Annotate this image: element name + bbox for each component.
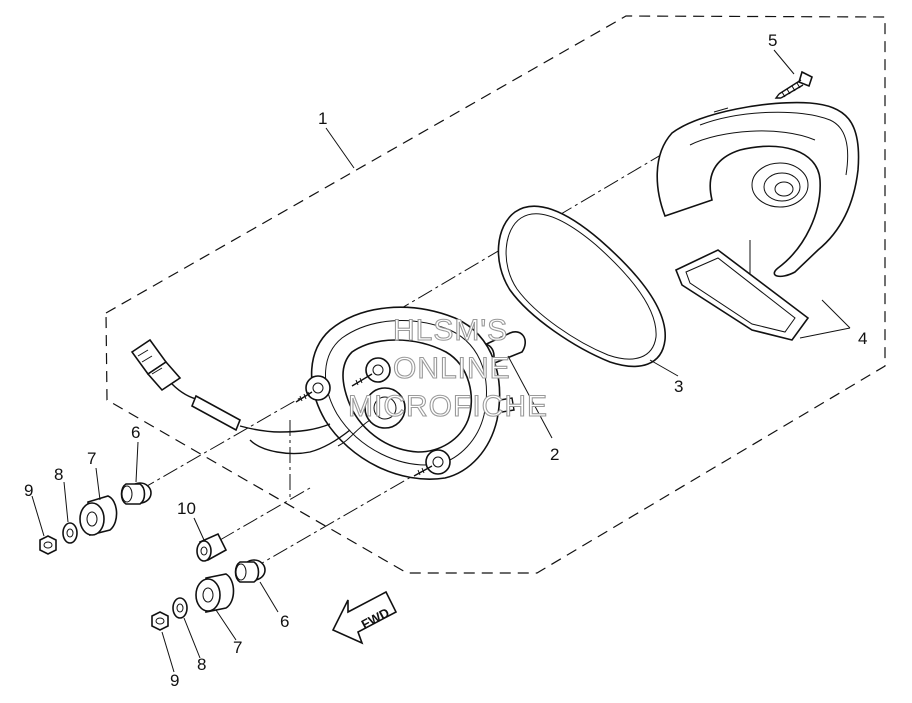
watermark-line-2: ONLINE	[393, 352, 511, 385]
callout-7-lower: 7	[233, 638, 242, 657]
watermark-line-3: MICROFICHE	[348, 390, 548, 423]
callout-1: 1	[318, 109, 327, 128]
callout-7-upper: 7	[87, 449, 96, 468]
washer-upper	[62, 522, 78, 544]
callout-10: 10	[177, 499, 196, 518]
wire-harness	[130, 338, 351, 455]
callout-5: 5	[768, 31, 777, 50]
callout-3: 3	[674, 377, 683, 396]
screw	[774, 70, 813, 99]
fwd-direction-arrow: FWD	[331, 590, 398, 645]
damper-upper	[79, 495, 118, 537]
damper-lower	[195, 573, 235, 613]
callout-numbers: 1 2 3 4 5 6 7 8 9 10 6 7 8 9	[24, 31, 867, 690]
lens	[656, 101, 860, 341]
collar-lower	[234, 559, 266, 583]
nut-lower	[151, 611, 169, 631]
watermark: HLSM'S ONLINE MICROFICHE	[347, 313, 548, 423]
callout-6-upper: 6	[131, 423, 140, 442]
callout-6-lower: 6	[280, 612, 289, 631]
callout-8-lower: 8	[197, 655, 206, 674]
spacer-collar	[196, 532, 228, 562]
callout-2: 2	[550, 445, 559, 464]
assembly-boundary	[105, 15, 886, 574]
leader-lines	[31, 49, 851, 673]
callout-8-upper: 8	[54, 465, 63, 484]
collar-upper	[120, 482, 152, 505]
watermark-line-1: HLSM'S	[393, 314, 508, 347]
callout-9-upper: 9	[24, 481, 33, 500]
nut-upper	[39, 535, 57, 555]
callout-9-lower: 9	[170, 671, 179, 690]
washer-lower	[172, 597, 188, 619]
callout-4: 4	[858, 329, 867, 348]
housing	[295, 306, 515, 480]
gasket	[497, 205, 666, 368]
